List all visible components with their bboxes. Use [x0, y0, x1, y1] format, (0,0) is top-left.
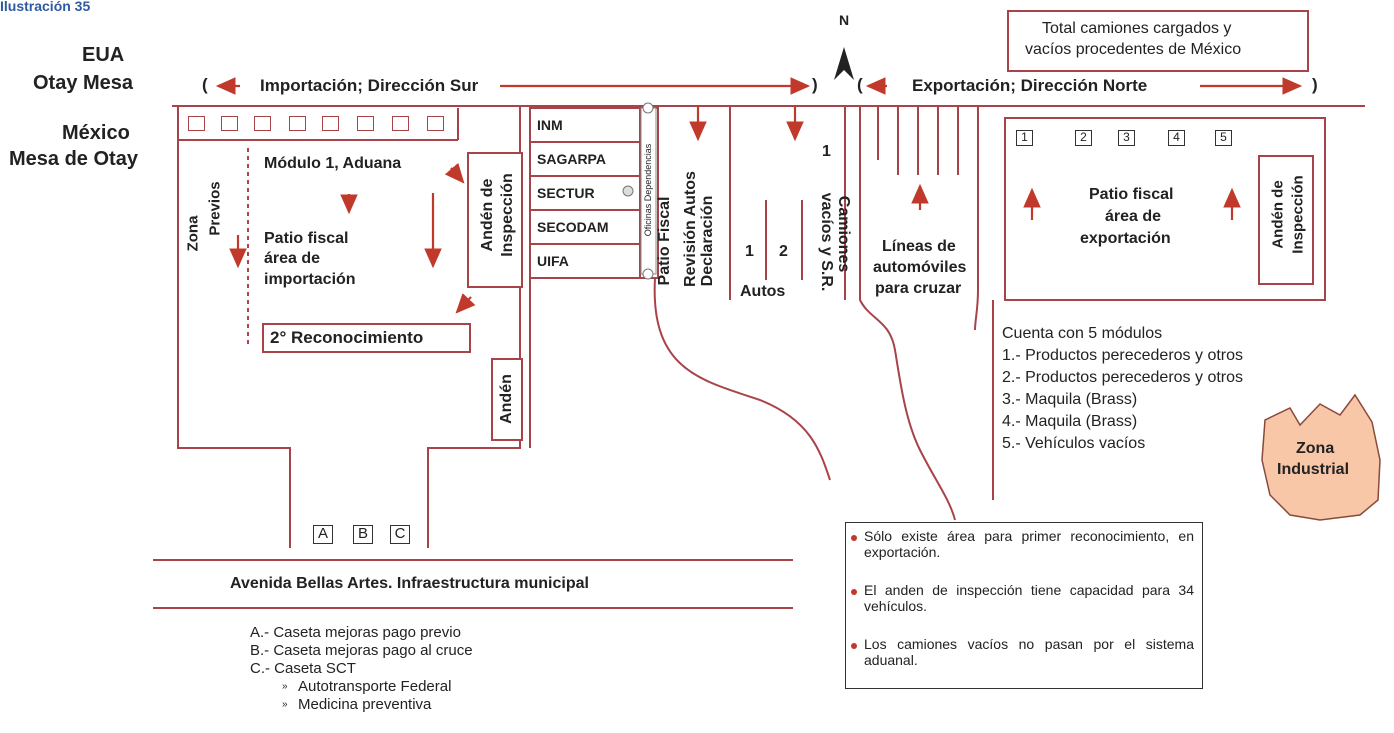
export-patio-line3: exportación	[1080, 230, 1171, 247]
booth-b: B	[353, 525, 373, 544]
legend-sub-item: Autotransporte Federal	[298, 678, 452, 695]
note-bullet	[851, 535, 857, 541]
import-inspection-label-1: Andén de	[479, 178, 496, 252]
import-patio-line3: importación	[264, 271, 356, 288]
patio-revision-line3: Declaración	[699, 195, 716, 287]
trucks-lane-number: 1	[822, 143, 831, 160]
modules-info-item: 1.- Productos perecederos y otros	[1002, 347, 1244, 364]
total-trucks-box	[1007, 10, 1309, 72]
modules-info-item: 5.- Vehículos vacíos	[1002, 435, 1146, 452]
trucks-label-1: Camiones	[835, 195, 852, 273]
total-trucks-line2: vacíos procedentes de México	[1025, 41, 1242, 58]
second-inspection-label: 2° Reconocimiento	[270, 328, 424, 347]
booth-square	[392, 116, 409, 131]
note-bullet	[851, 643, 857, 649]
lane-two-label: 2	[779, 243, 788, 260]
note-text: Los camiones vacíos no pasan por el sist…	[864, 636, 1194, 668]
zona-previos-label-1: Zona	[184, 215, 202, 252]
notes-box	[845, 522, 1203, 689]
export-patio-line2: área de	[1105, 208, 1162, 225]
import-inspection-dock	[467, 152, 523, 288]
oficinas-dependencias-label: Oficinas Dependencias	[643, 143, 653, 237]
import-patio-line1: Patio fiscal	[264, 230, 349, 247]
patio-revision-line1: Patio Fiscal	[656, 196, 673, 286]
dependency-sagarpa: SAGARPA	[537, 151, 606, 167]
booth-square	[427, 116, 444, 131]
compass-label: N	[839, 12, 850, 28]
import-inspection-label-2: Inspección	[499, 173, 516, 257]
booth-c: C	[390, 525, 410, 544]
export-module-3: 3	[1118, 130, 1135, 146]
dock-box	[491, 358, 523, 441]
car-lines-label-2: automóviles	[873, 259, 967, 276]
figure-caption: Ilustración 35	[0, 0, 91, 14]
booth-square	[188, 116, 205, 131]
export-inspection-label-2: Inspección	[1289, 175, 1307, 254]
modules-info-item: 3.- Maquila (Brass)	[1002, 391, 1138, 408]
export-direction-label: Exportación; Dirección Norte	[912, 76, 1148, 95]
autos-label: Autos	[740, 283, 786, 300]
paren-close-import: )	[812, 75, 818, 94]
top-left-place: Otay Mesa	[33, 72, 134, 94]
second-inspection-box	[262, 323, 471, 353]
modulo-aduana-label: Módulo 1, Aduana	[264, 155, 402, 172]
trucks-label-2: vacíos y S.R.	[818, 192, 835, 292]
import-direction-label: Importación; Dirección Sur	[260, 76, 479, 95]
legend-sub-mark: »	[282, 681, 288, 692]
car-lines-label-1: Líneas de	[882, 238, 956, 255]
legend-item-b: B.- Caseta mejoras pago al cruce	[250, 642, 473, 659]
booth-square	[322, 116, 339, 131]
dependency-uifa: UIFA	[537, 253, 569, 269]
modules-info-item: 2.- Productos perecederos y otros	[1002, 369, 1244, 386]
export-module-4: 4	[1168, 130, 1185, 146]
total-trucks-line1: Total camiones cargados y	[1042, 20, 1232, 37]
note-text: El anden de inspección tiene capacidad p…	[864, 582, 1194, 614]
zona-previos-label-2: Previos	[206, 181, 224, 236]
legend-item-a: A.- Caseta mejoras pago previo	[250, 624, 461, 641]
booth-a: A	[313, 525, 333, 544]
lane-one-label: 1	[745, 243, 754, 260]
legend-item-c: C.- Caseta SCT	[250, 660, 356, 677]
top-left-country: EUA	[82, 44, 125, 66]
paren-open-import: (	[202, 75, 208, 94]
export-patio-line1: Patio fiscal	[1089, 186, 1174, 203]
compass-arrow	[834, 47, 854, 80]
note-bullet	[851, 589, 857, 595]
mid-left-place: Mesa de Otay	[9, 148, 138, 170]
note-text: Sólo existe área para primer reconocimie…	[864, 528, 1194, 560]
avenue-label: Avenida Bellas Artes. Infraestructura mu…	[230, 575, 589, 592]
export-module-2: 2	[1075, 130, 1092, 146]
industrial-zone-line1: Zona	[1296, 440, 1335, 457]
booth-square	[357, 116, 374, 131]
export-inspection-label-1: Andén de	[1269, 180, 1287, 249]
export-module-5: 5	[1215, 130, 1232, 146]
export-module-1: 1	[1016, 130, 1033, 146]
dependency-sectur: SECTUR	[537, 185, 595, 201]
modules-info-item: 4.- Maquila (Brass)	[1002, 413, 1138, 430]
dependency-secodam: SECODAM	[537, 219, 609, 235]
paren-close-export: )	[1312, 75, 1318, 94]
industrial-zone-line2: Industrial	[1277, 461, 1350, 478]
legend-sub-item: Medicina preventiva	[298, 696, 432, 713]
booth-square	[289, 116, 306, 131]
booth-square	[221, 116, 238, 131]
dock-label: Andén	[498, 374, 515, 424]
paren-open-export: (	[857, 75, 863, 94]
booth-square	[254, 116, 271, 131]
modules-info-title: Cuenta con 5 módulos	[1002, 325, 1163, 342]
car-lines-label-3: para cruzar	[875, 280, 962, 297]
dependency-inm: INM	[537, 117, 563, 133]
patio-revision-line2: Revisión Autos	[682, 171, 699, 287]
legend-sub-mark: »	[282, 699, 288, 710]
import-patio-line2: área de	[264, 250, 321, 267]
export-inspection-dock	[1258, 155, 1314, 285]
mid-left-country: México	[62, 122, 130, 144]
